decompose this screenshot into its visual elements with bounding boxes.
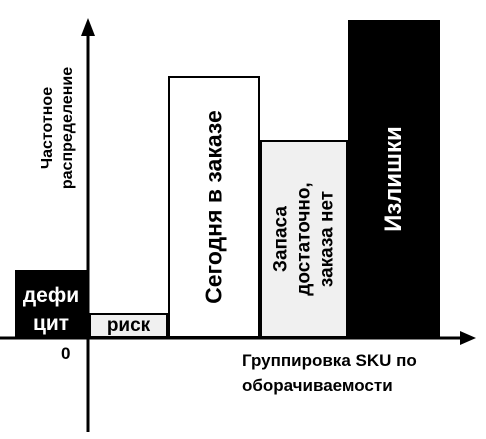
x-axis-label-line2: оборачиваемости: [242, 376, 393, 395]
x-axis-arrow: [460, 331, 476, 345]
bar-enough-stock-label: Запаса достаточно, заказа нет: [270, 182, 339, 295]
bar-deficit-label-line2: цит: [32, 312, 70, 335]
bar-enough-stock: Запаса достаточно, заказа нет: [260, 140, 348, 338]
origin-label: 0: [61, 344, 71, 363]
bar-risk-label: риск: [106, 315, 151, 336]
bar-deficit: дефи цит: [15, 270, 87, 338]
bar-enough-stock-label-line2: достаточно,: [293, 182, 315, 296]
bar-excess: Излишки: [348, 20, 440, 338]
y-axis-label-line2: распределение: [59, 66, 76, 190]
y-axis-arrow: [81, 18, 95, 36]
bar-deficit-label: дефи цит: [17, 282, 85, 338]
x-axis-label-line1: Группировка SKU по: [242, 351, 417, 370]
bar-excess-label: Излишки: [380, 126, 407, 232]
bar-enough-stock-label-line1: Запаса: [270, 206, 292, 272]
bar-order-today: Сегодня в заказе: [168, 76, 260, 338]
bar-enough-stock-label-line3: заказа нет: [316, 190, 338, 288]
y-axis-label-line1: Частотное: [39, 86, 56, 170]
x-axis-label: Группировка SKU по оборачиваемости: [242, 348, 417, 398]
bar-risk: риск: [89, 313, 168, 338]
bar-order-today-label: Сегодня в заказе: [200, 110, 227, 304]
bar-deficit-label-line1: дефи: [22, 284, 80, 307]
